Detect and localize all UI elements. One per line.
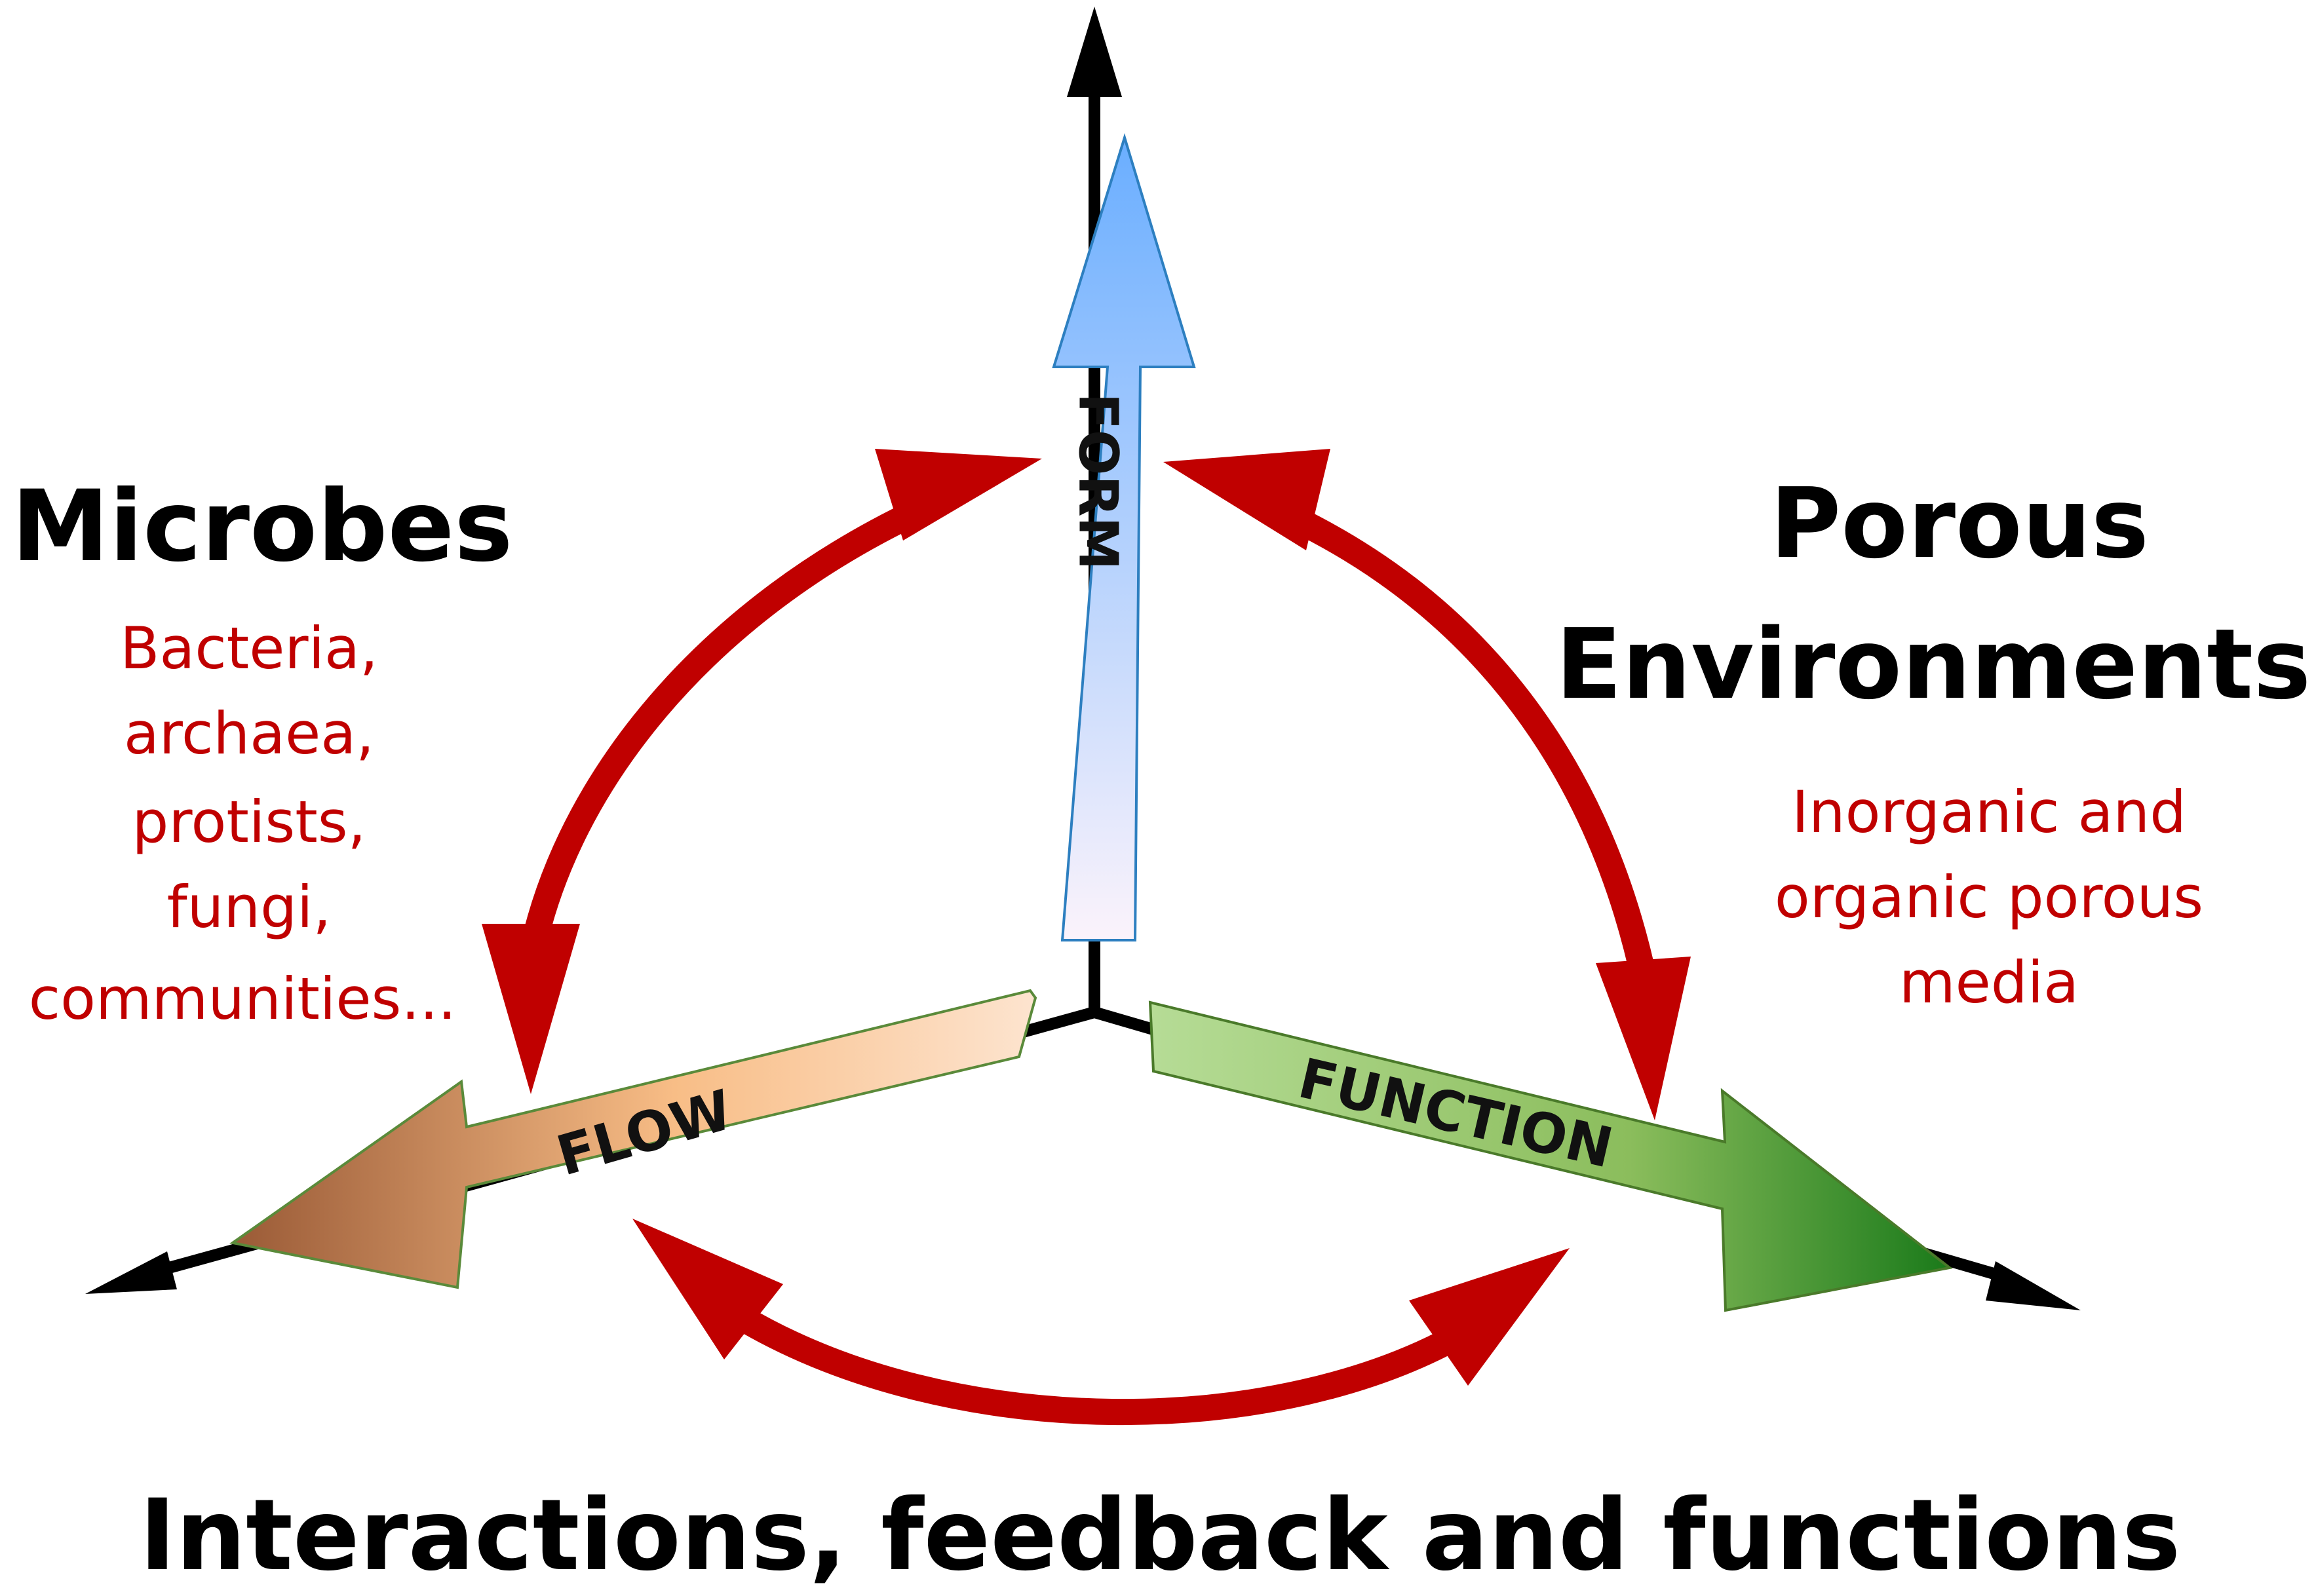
microbes-item: archaea, — [124, 700, 374, 767]
porous-item: organic porous — [1775, 864, 2203, 931]
microbes-item: fungi, — [167, 873, 332, 941]
footer-caption: Interactions, feedback and functions — [140, 1479, 2181, 1593]
function-arrow-shape — [1148, 1000, 1953, 1312]
interaction-arc-form-flow — [511, 485, 960, 1022]
vertical-axis-arrowhead — [1067, 7, 1122, 97]
microbes-item: communities... — [29, 965, 457, 1033]
function-arrow-label: FUNCTION — [1293, 1046, 1619, 1180]
interaction-arrowhead-form-function-top — [1163, 449, 1330, 550]
interaction-arrowhead-flow-function-right — [1409, 1248, 1570, 1386]
porous-item: media — [1899, 949, 2079, 1016]
microbes-item: protists, — [132, 788, 366, 856]
form-arrow-label: FORM — [1067, 393, 1129, 570]
microbes-block: Microbes Bacteria, archaea, protists, fu… — [11, 470, 512, 1033]
porous-title-line: Porous — [1770, 467, 2149, 580]
form-arrow-shape — [1052, 133, 1196, 941]
interaction-arrowhead-form-flow-top — [875, 449, 1042, 541]
interaction-arrowhead-form-function-bottom — [1596, 957, 1691, 1120]
porous-block: Porous Environments Inorganic and organi… — [1556, 467, 2311, 1016]
left-axis-arrowhead — [85, 1251, 177, 1294]
flow-arrow: FLOW — [229, 989, 1037, 1289]
microbes-title: Microbes — [11, 470, 512, 584]
form-arrow: FORM — [1052, 133, 1196, 941]
interaction-arc-form-function — [1235, 485, 1658, 996]
interaction-arrowhead-form-flow-bottom — [482, 924, 580, 1094]
right-axis-arrowhead — [1986, 1261, 2081, 1310]
interaction-arrow-flow-function — [632, 1219, 1570, 1426]
microbes-item: Bacteria, — [120, 615, 378, 682]
interaction-arrow-form-flow — [482, 449, 1042, 1094]
interaction-arc-flow-function — [727, 1304, 1481, 1426]
interaction-arrowhead-flow-function-left — [632, 1219, 783, 1359]
porous-title-line: Environments — [1556, 608, 2311, 721]
porous-item: Inorganic and — [1792, 778, 2186, 846]
interaction-arrow-form-function — [1163, 449, 1691, 1120]
flow-arrow-shape — [229, 989, 1037, 1289]
